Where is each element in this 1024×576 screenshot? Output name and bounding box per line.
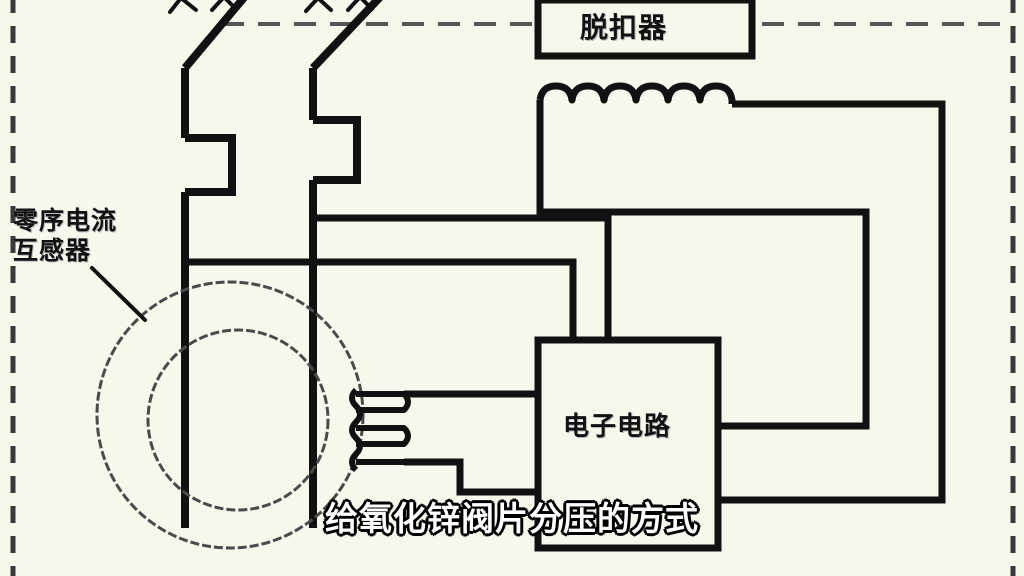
wire-coil-right-to-ec-right-lower (718, 100, 946, 504)
pole-1-group (181, 0, 248, 528)
zero-sequence-ct-label: 零序电流 互感器 (13, 206, 118, 265)
terminal-mark-pole1-left (168, 0, 198, 14)
thermal-trip-element-pole-2 (313, 116, 361, 184)
terminal-mark-pole1-right (210, 0, 238, 12)
wiring-ct-to-electronic-circuit (404, 390, 538, 496)
ct-secondary-winding (349, 387, 411, 473)
leader-line-segment (90, 266, 147, 322)
toroid-inner-ring (146, 328, 330, 512)
trip-device-box (534, 0, 756, 60)
trip-device-box-group (534, 0, 756, 60)
electronic-circuit-box-group (534, 336, 722, 552)
winding-turn-2 (356, 425, 411, 447)
trip-coil-humps (536, 82, 736, 104)
wire-tap-pole1-to-ec-top (185, 258, 577, 340)
subtitle-caption: 给氧化锌阀片分压的方式 (325, 499, 699, 538)
switch-blade-pole-2 (310, 0, 383, 71)
thermal-trip-element-pole-1 (185, 134, 236, 196)
trip-coil-inductor (536, 82, 736, 104)
enclosure-dashed-border (10, 0, 1016, 576)
wiring-sensing-taps (185, 214, 612, 340)
wire-ct-sec-lower-to-ec (404, 458, 538, 496)
trip-device-label: 脱扣器 (580, 11, 668, 44)
ct-label-leader-line (90, 266, 147, 322)
terminal-mark-pole2-left (304, 0, 333, 13)
wire-tap-pole2-to-ec-top (313, 214, 612, 340)
wiring-trip-coil-loops (536, 100, 946, 504)
switch-blade-pole-1 (181, 0, 248, 71)
wire-coil-left-to-ec-right-upper (536, 100, 870, 430)
electronic-circuit-box (534, 336, 722, 552)
winding-turns-left-side (349, 387, 363, 473)
electronic-circuit-label: 电子电路 (563, 412, 672, 442)
